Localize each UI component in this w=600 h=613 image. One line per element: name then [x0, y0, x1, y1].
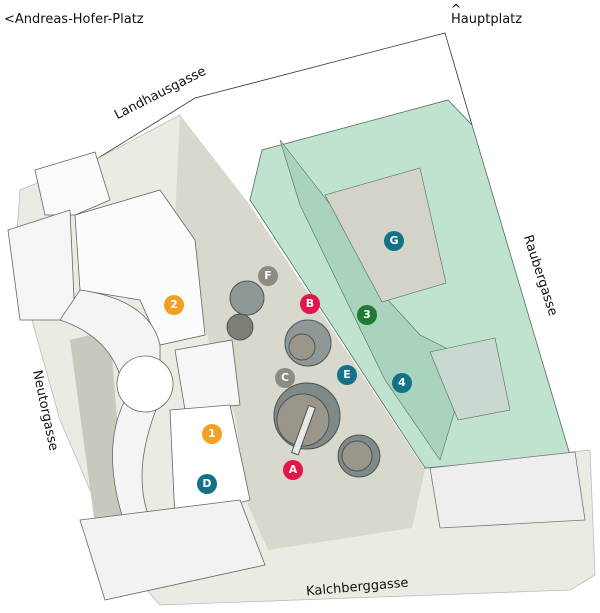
- marker-f[interactable]: F: [258, 266, 278, 286]
- building-w: [7, 209, 76, 321]
- marker-g[interactable]: G: [384, 231, 404, 251]
- site-boundary: [94, 32, 473, 161]
- courtyard-small: [429, 337, 511, 421]
- up-arrow-icon: ^: [451, 2, 462, 16]
- marker-3[interactable]: 3: [357, 305, 377, 325]
- tanks: [226, 280, 381, 478]
- marker-d[interactable]: D: [197, 474, 217, 494]
- marker-a[interactable]: A: [283, 460, 303, 480]
- marker-c[interactable]: C: [275, 368, 295, 388]
- street-label-hauptplatz: Hauptplatz: [451, 12, 523, 27]
- dome: [116, 355, 174, 413]
- marker-4[interactable]: 4: [392, 373, 412, 393]
- building-south-wing: [169, 404, 251, 521]
- marker-e[interactable]: E: [337, 365, 357, 385]
- building-center: [174, 339, 241, 411]
- building-se: [429, 451, 586, 529]
- marker-2[interactable]: 2: [164, 295, 184, 315]
- building-nw: [34, 151, 111, 216]
- courtyard-left: [70, 330, 125, 525]
- marker-1[interactable]: 1: [202, 424, 222, 444]
- street-label-andreas-hofer-platz: <Andreas-Hofer-Platz: [4, 12, 144, 27]
- marker-b[interactable]: B: [300, 294, 320, 314]
- tank-a-ladder: [290, 404, 316, 456]
- building-sw: [79, 499, 266, 601]
- tank-f2: [226, 313, 254, 341]
- tank-f1: [229, 280, 265, 316]
